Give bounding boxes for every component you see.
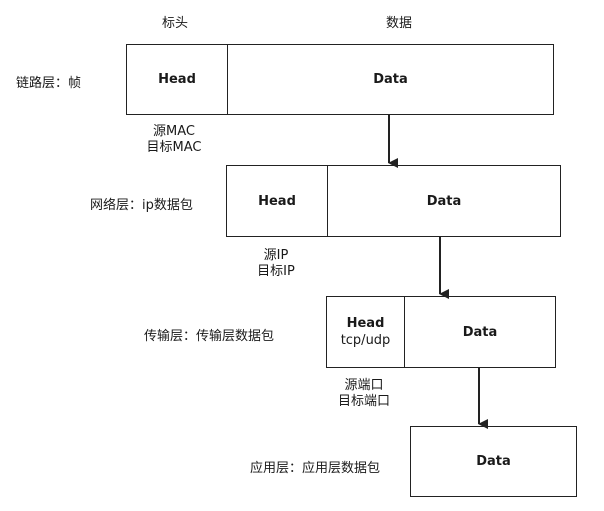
data-column-header: 数据	[386, 16, 413, 31]
target-port-note: 目标端口	[337, 394, 390, 409]
application-layer-label: 应用层：应用层数据包	[250, 461, 381, 476]
transport-layer-data-text: Data	[462, 324, 498, 340]
network-layer-packet: Head Data	[226, 165, 561, 237]
source-ip-note: 源IP	[263, 248, 289, 263]
transport-layer-notes: 源端口 目标端口	[326, 378, 402, 410]
application-layer-packet: Data	[410, 426, 577, 497]
target-ip-note: 目标IP	[257, 264, 295, 279]
link-layer-label: 链路层：帧	[16, 76, 82, 91]
network-layer-notes: 源IP 目标IP	[246, 248, 306, 280]
link-layer-frame: Head Data	[126, 44, 554, 115]
transport-layer-packet: Head tcp/udp Data	[326, 296, 556, 368]
network-layer-label: 网络层：ip数据包	[90, 198, 193, 213]
application-layer-data-text: Data	[476, 454, 511, 469]
network-layer-data-cell: Data	[328, 166, 560, 236]
transport-layer-label: 传输层：传输层数据包	[144, 329, 275, 344]
source-port-note: 源端口	[344, 378, 384, 393]
link-layer-notes: 源MAC 目标MAC	[134, 124, 214, 156]
link-layer-data-text: Data	[373, 72, 408, 87]
transport-layer-head-text: Head	[346, 316, 385, 331]
network-layer-data-text: Data	[426, 193, 462, 209]
transport-layer-head-cell: Head tcp/udp	[327, 297, 405, 367]
application-layer-data-cell: Data	[411, 427, 576, 496]
transport-protocol-text: tcp/udp	[340, 333, 391, 348]
source-mac-note: 源MAC	[153, 124, 195, 139]
network-layer-head-text: Head	[258, 193, 296, 209]
target-mac-note: 目标MAC	[146, 140, 202, 155]
transport-layer-data-cell: Data	[405, 297, 555, 367]
link-layer-head-cell: Head	[127, 45, 228, 114]
head-column-header: 标头	[162, 16, 189, 31]
link-layer-data-cell: Data	[228, 45, 553, 114]
link-layer-head-text: Head	[158, 72, 196, 87]
network-layer-head-cell: Head	[227, 166, 328, 236]
